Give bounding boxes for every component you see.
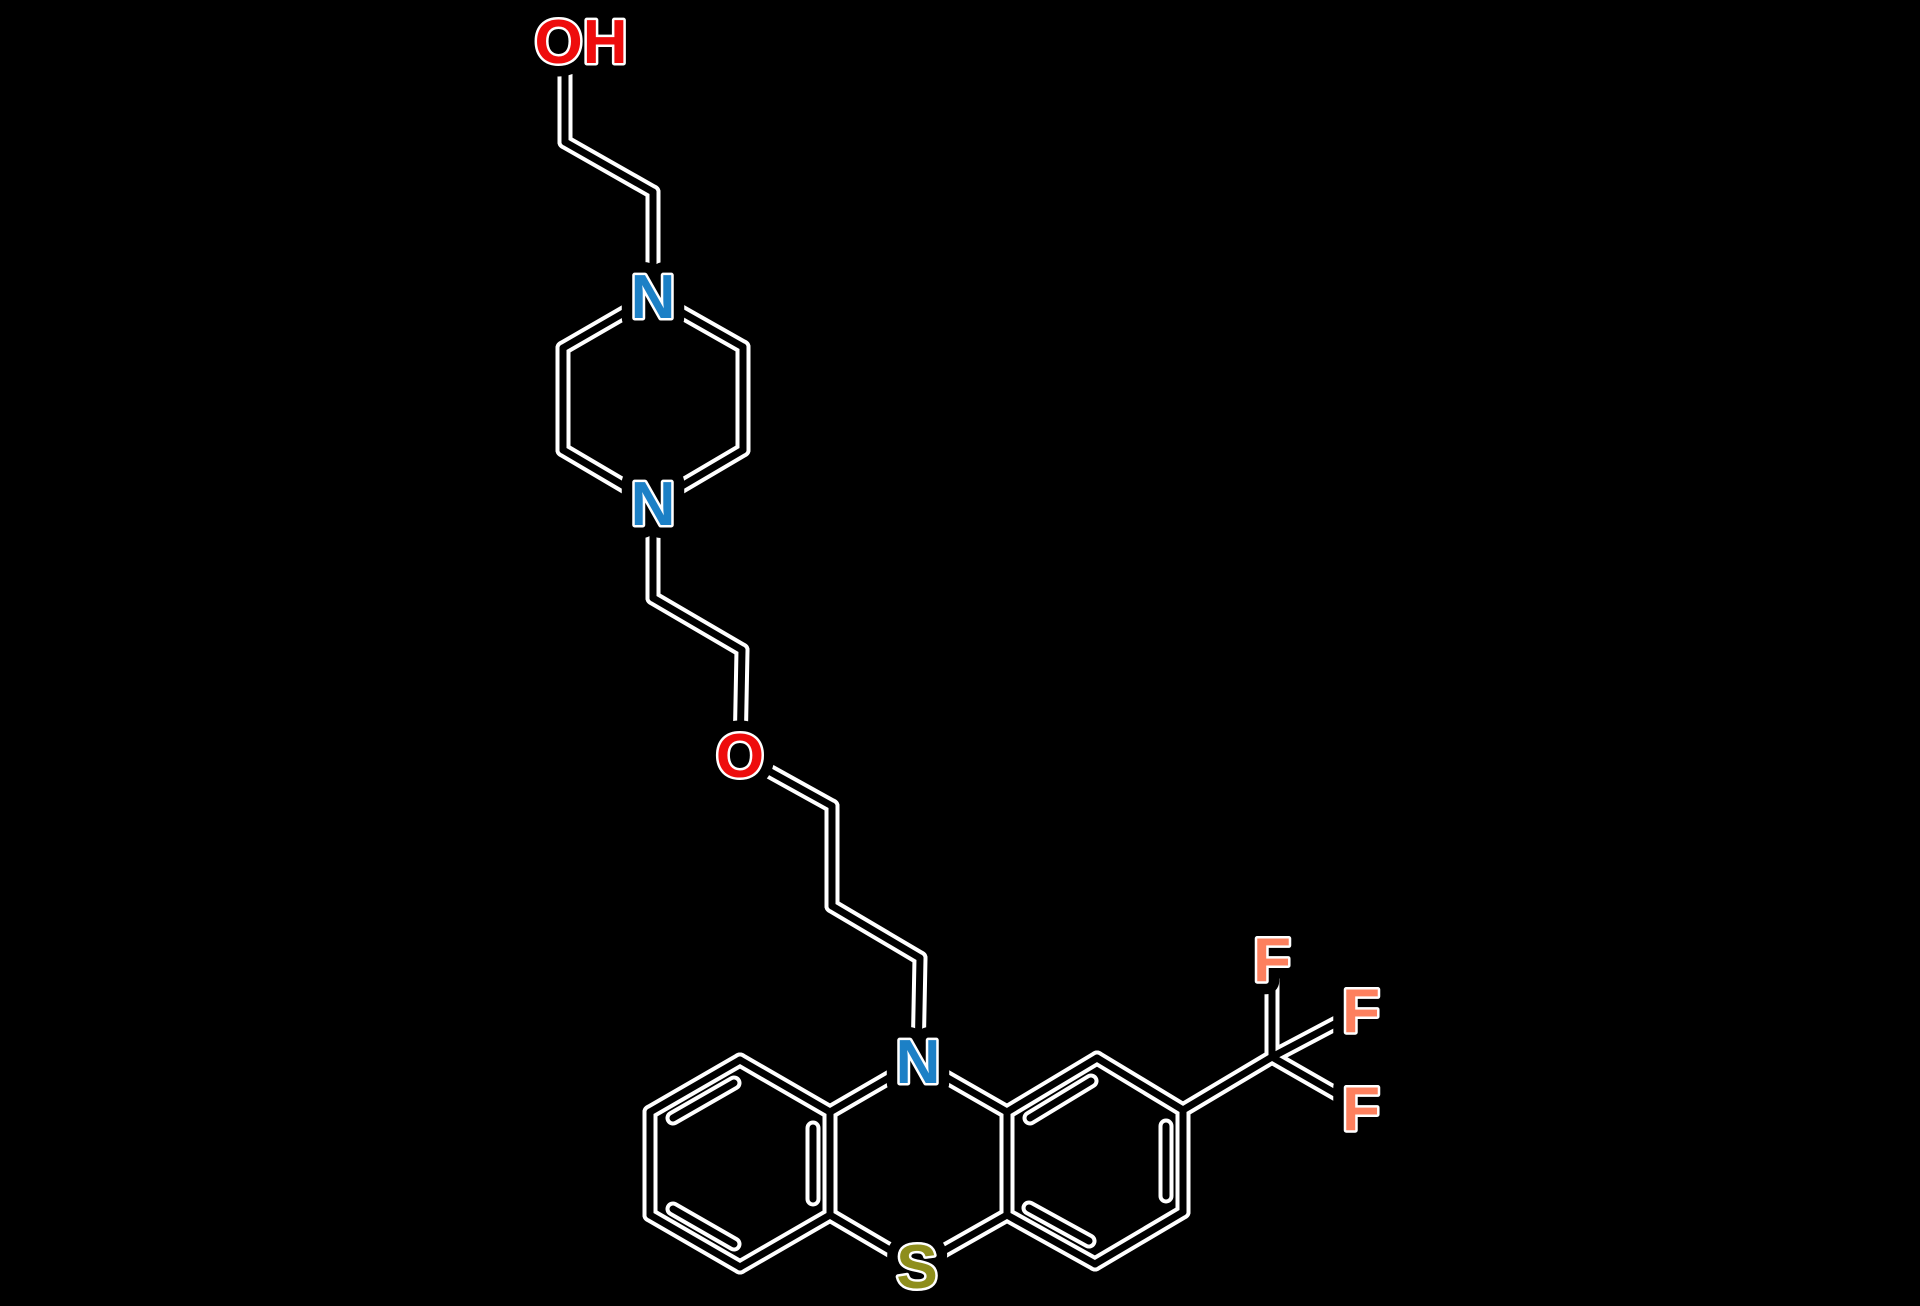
atom-label-hydroxyl-oh: OH [535, 8, 628, 77]
bond-line [1003, 1211, 1099, 1268]
bond-line [561, 138, 657, 196]
atom-label-fluorine-3: F [1342, 1075, 1380, 1144]
atom-label-gap-hydroxyl-oh: OH [535, 8, 628, 77]
bond-line [736, 1211, 834, 1271]
atom-label-phenothiazine-s: S [896, 1233, 937, 1302]
bond-line [826, 1211, 921, 1270]
bond-line [828, 902, 924, 962]
bond-line [559, 446, 657, 507]
atom-label-piperazine-n-top: N [631, 263, 676, 332]
bond-line [649, 292, 747, 351]
bond-line [914, 1057, 1011, 1116]
double-bond-inner-line [1026, 1077, 1095, 1122]
bond-line [1003, 1054, 1101, 1116]
bond-line [1268, 1053, 1365, 1112]
bond-line [646, 1211, 744, 1271]
double-bond-inner-line [669, 1205, 738, 1248]
atom-label-piperazine-n-bottom: N [631, 470, 676, 539]
atom-label-ether-o: O [716, 722, 764, 791]
atom-label-fluorine-2: F [1342, 977, 1380, 1046]
bond-line [1093, 1054, 1187, 1114]
double-bond-inner-line [1025, 1204, 1093, 1245]
bond-line [1091, 1208, 1187, 1268]
atom-label-fluorine-1: F [1253, 926, 1291, 995]
bond-line [559, 292, 657, 352]
bond-line [736, 646, 746, 759]
bond-line [736, 751, 836, 810]
bond-line [826, 1057, 922, 1116]
bond-line [914, 954, 924, 1065]
bond-line [1268, 1006, 1365, 1061]
bond-line [913, 1211, 1011, 1270]
double-bond-inner-line [669, 1079, 738, 1122]
atom-label-phenothiazine-n: N [896, 1028, 941, 1097]
bond-line [649, 446, 747, 507]
bond-line [646, 1056, 744, 1116]
bond-line [736, 1056, 834, 1116]
bond-line [649, 594, 746, 654]
bond-line [1179, 1053, 1276, 1114]
